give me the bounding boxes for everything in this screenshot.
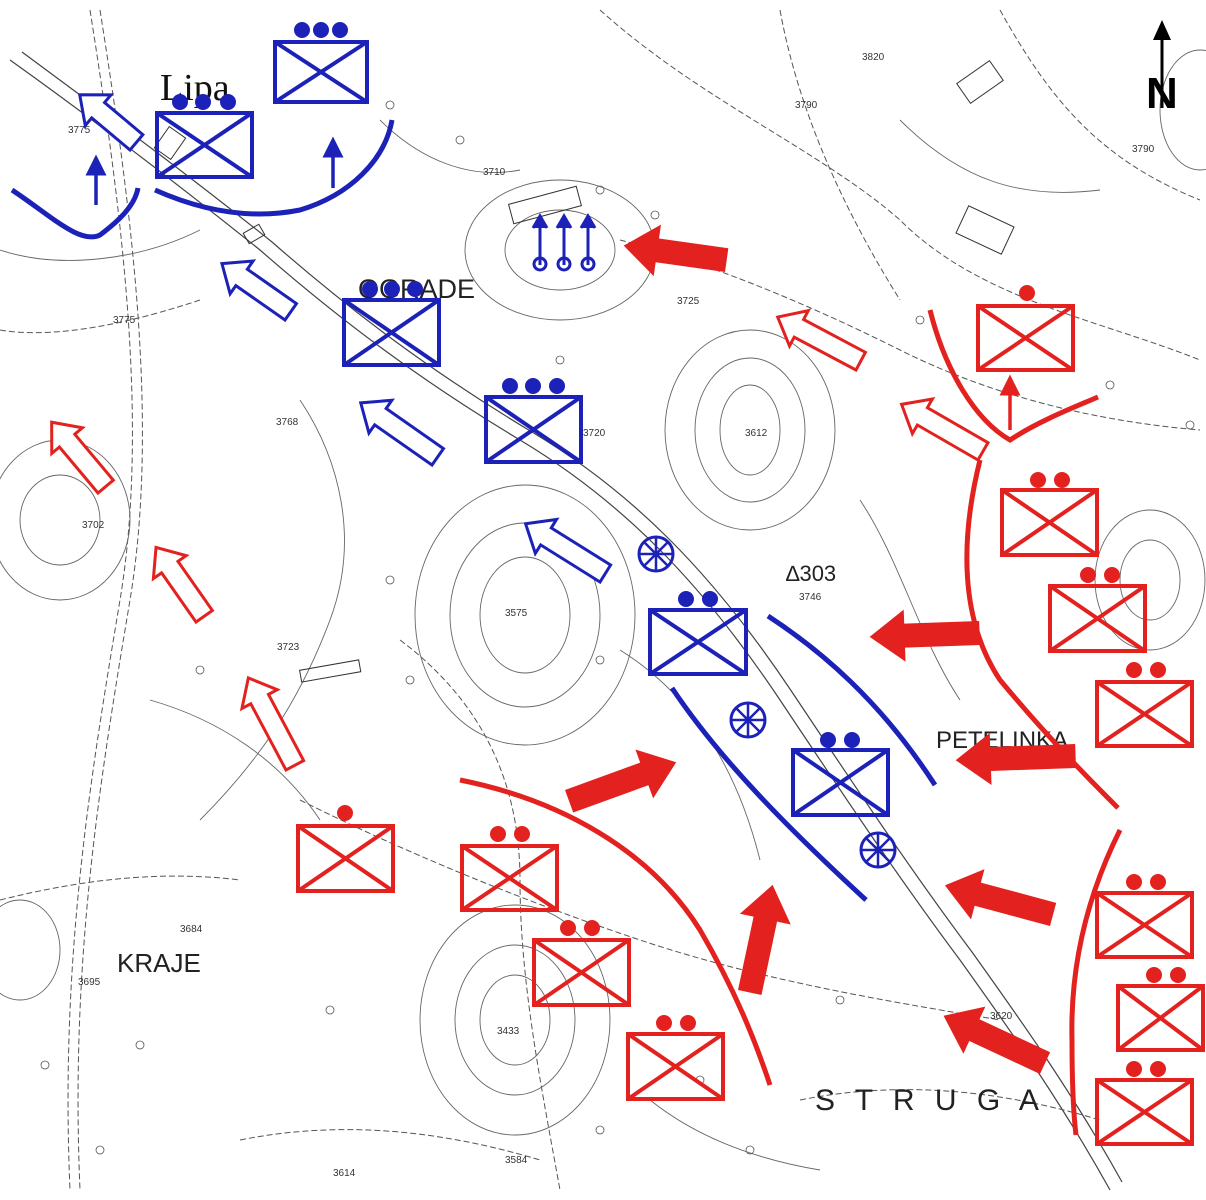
friendly-defense-line [10,187,141,240]
spot-height: 3768 [276,417,299,428]
friendly-unit [484,378,583,464]
friendly-unit [648,591,748,676]
enemy-attack-arrow [565,224,1076,1074]
enemy-unit [1095,874,1194,959]
spot-height: 3820 [862,52,885,63]
spot-height: 3575 [505,608,528,619]
spot-height: 3702 [82,520,105,531]
enemy-unit [296,805,395,893]
enemy-front-line [1069,828,1123,1136]
spot-height: 3720 [583,428,606,439]
spot-height: 3584 [505,1155,528,1166]
north-arrow: N [1146,20,1178,118]
spot-height: 3725 [677,296,700,307]
spot-height: 3433 [497,1026,520,1037]
enemy-unit [1000,472,1099,557]
enemy-front-line [964,459,1120,810]
spot-height: 3790 [1132,144,1155,155]
friendly-overlay [10,22,938,902]
enemy-unit [626,1015,725,1101]
spot-height: 3775 [113,315,136,326]
friendly-defense-line [153,119,395,217]
enemy-unit [1048,567,1147,653]
enemy-unit [1116,967,1205,1052]
friendly-antitank-point [859,831,897,869]
place-lipa: Lipa [160,67,230,109]
spot-height: 3723 [277,642,300,653]
triangulation-point: ∆303 [786,561,836,586]
contour-lines [0,49,1206,1171]
enemy-unit [460,826,559,912]
place-labels: Lipa OGRADE PETELINKA KRAJE S T R U G A … [117,67,1068,1117]
enemy-advance-arrow [50,308,991,773]
enemy-overlay [50,224,1205,1146]
spot-height: 3695 [78,977,101,988]
friendly-antitank-point [729,701,767,739]
buildings [153,60,1015,683]
enemy-front-line [927,309,1100,443]
friendly-mine-obstacle [531,213,597,272]
north-label: N [1146,69,1178,118]
spot-height: 3775 [68,125,91,136]
friendly-defense-line [766,613,938,787]
friendly-withdrawal-arrow [77,93,613,585]
friendly-unit [273,22,369,104]
friendly-unit [791,732,890,817]
field-symbols [40,100,1195,1155]
enemy-unit [1095,1061,1194,1146]
spot-height: 3746 [799,592,822,603]
place-kraje: KRAJE [117,948,201,978]
enemy-unit [976,285,1075,372]
spot-heights: 3820 3790 3790 3775 3710 3725 3775 3768 … [68,52,1155,1179]
friendly-unit [342,281,441,367]
spot-height: 3684 [180,924,203,935]
enemy-front-line [459,777,773,1086]
friendly-unit [155,94,254,179]
spot-height: 3710 [483,167,506,178]
spot-height: 3790 [795,100,818,111]
spot-height: 3620 [990,1011,1013,1022]
enemy-unit [1095,662,1194,748]
friendly-antitank-point [637,535,675,573]
spot-height: 3612 [745,428,768,439]
friendly-defense-line [669,686,868,902]
enemy-unit [532,920,631,1007]
place-struga: S T R U G A [815,1084,1045,1117]
spot-height: 3614 [333,1168,356,1179]
